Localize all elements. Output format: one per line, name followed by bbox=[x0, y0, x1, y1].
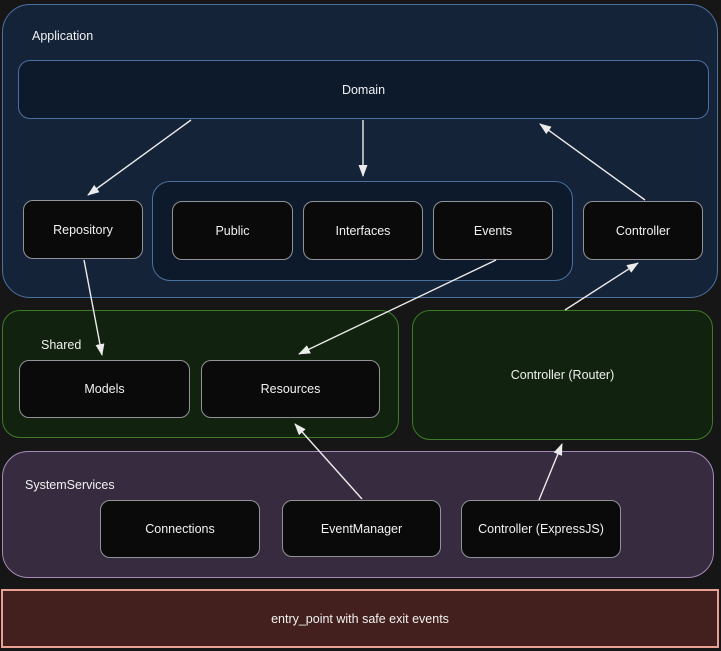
repository-node: Repository bbox=[23, 200, 143, 259]
application-label: Application bbox=[32, 29, 94, 43]
entry-point-label: entry_point with safe exit events bbox=[271, 611, 449, 626]
controller-router-label: Controller (Router) bbox=[510, 368, 615, 382]
controller-node: Controller bbox=[583, 201, 703, 260]
controller-express-label: Controller (ExpressJS) bbox=[478, 522, 604, 536]
events-label: Events bbox=[473, 223, 513, 238]
controller-router-node: Controller (Router) bbox=[412, 310, 713, 440]
resources-label: Resources bbox=[260, 382, 321, 396]
domain-node: Domain bbox=[18, 60, 709, 119]
repository-label: Repository bbox=[53, 222, 113, 237]
interfaces-label: Interfaces bbox=[335, 223, 391, 238]
domain-label: Domain bbox=[341, 82, 386, 97]
events-node: Events bbox=[433, 201, 553, 260]
connections-label: Connections bbox=[145, 522, 215, 536]
controller-express-node: Controller (ExpressJS) bbox=[461, 500, 621, 558]
system-services-label: SystemServices bbox=[25, 478, 115, 492]
controller-label: Controller bbox=[615, 223, 671, 238]
models-node: Models bbox=[19, 360, 190, 418]
event-manager-label: EventManager bbox=[320, 521, 403, 536]
event-manager-node: EventManager bbox=[282, 500, 441, 557]
public-node: Public bbox=[172, 201, 293, 260]
connections-node: Connections bbox=[100, 500, 260, 558]
shared-label: Shared bbox=[41, 338, 82, 352]
entry-point-bar: entry_point with safe exit events bbox=[1, 589, 719, 648]
models-label: Models bbox=[84, 382, 125, 396]
public-label: Public bbox=[215, 223, 250, 238]
resources-node: Resources bbox=[201, 360, 380, 418]
interfaces-node: Interfaces bbox=[303, 201, 423, 260]
